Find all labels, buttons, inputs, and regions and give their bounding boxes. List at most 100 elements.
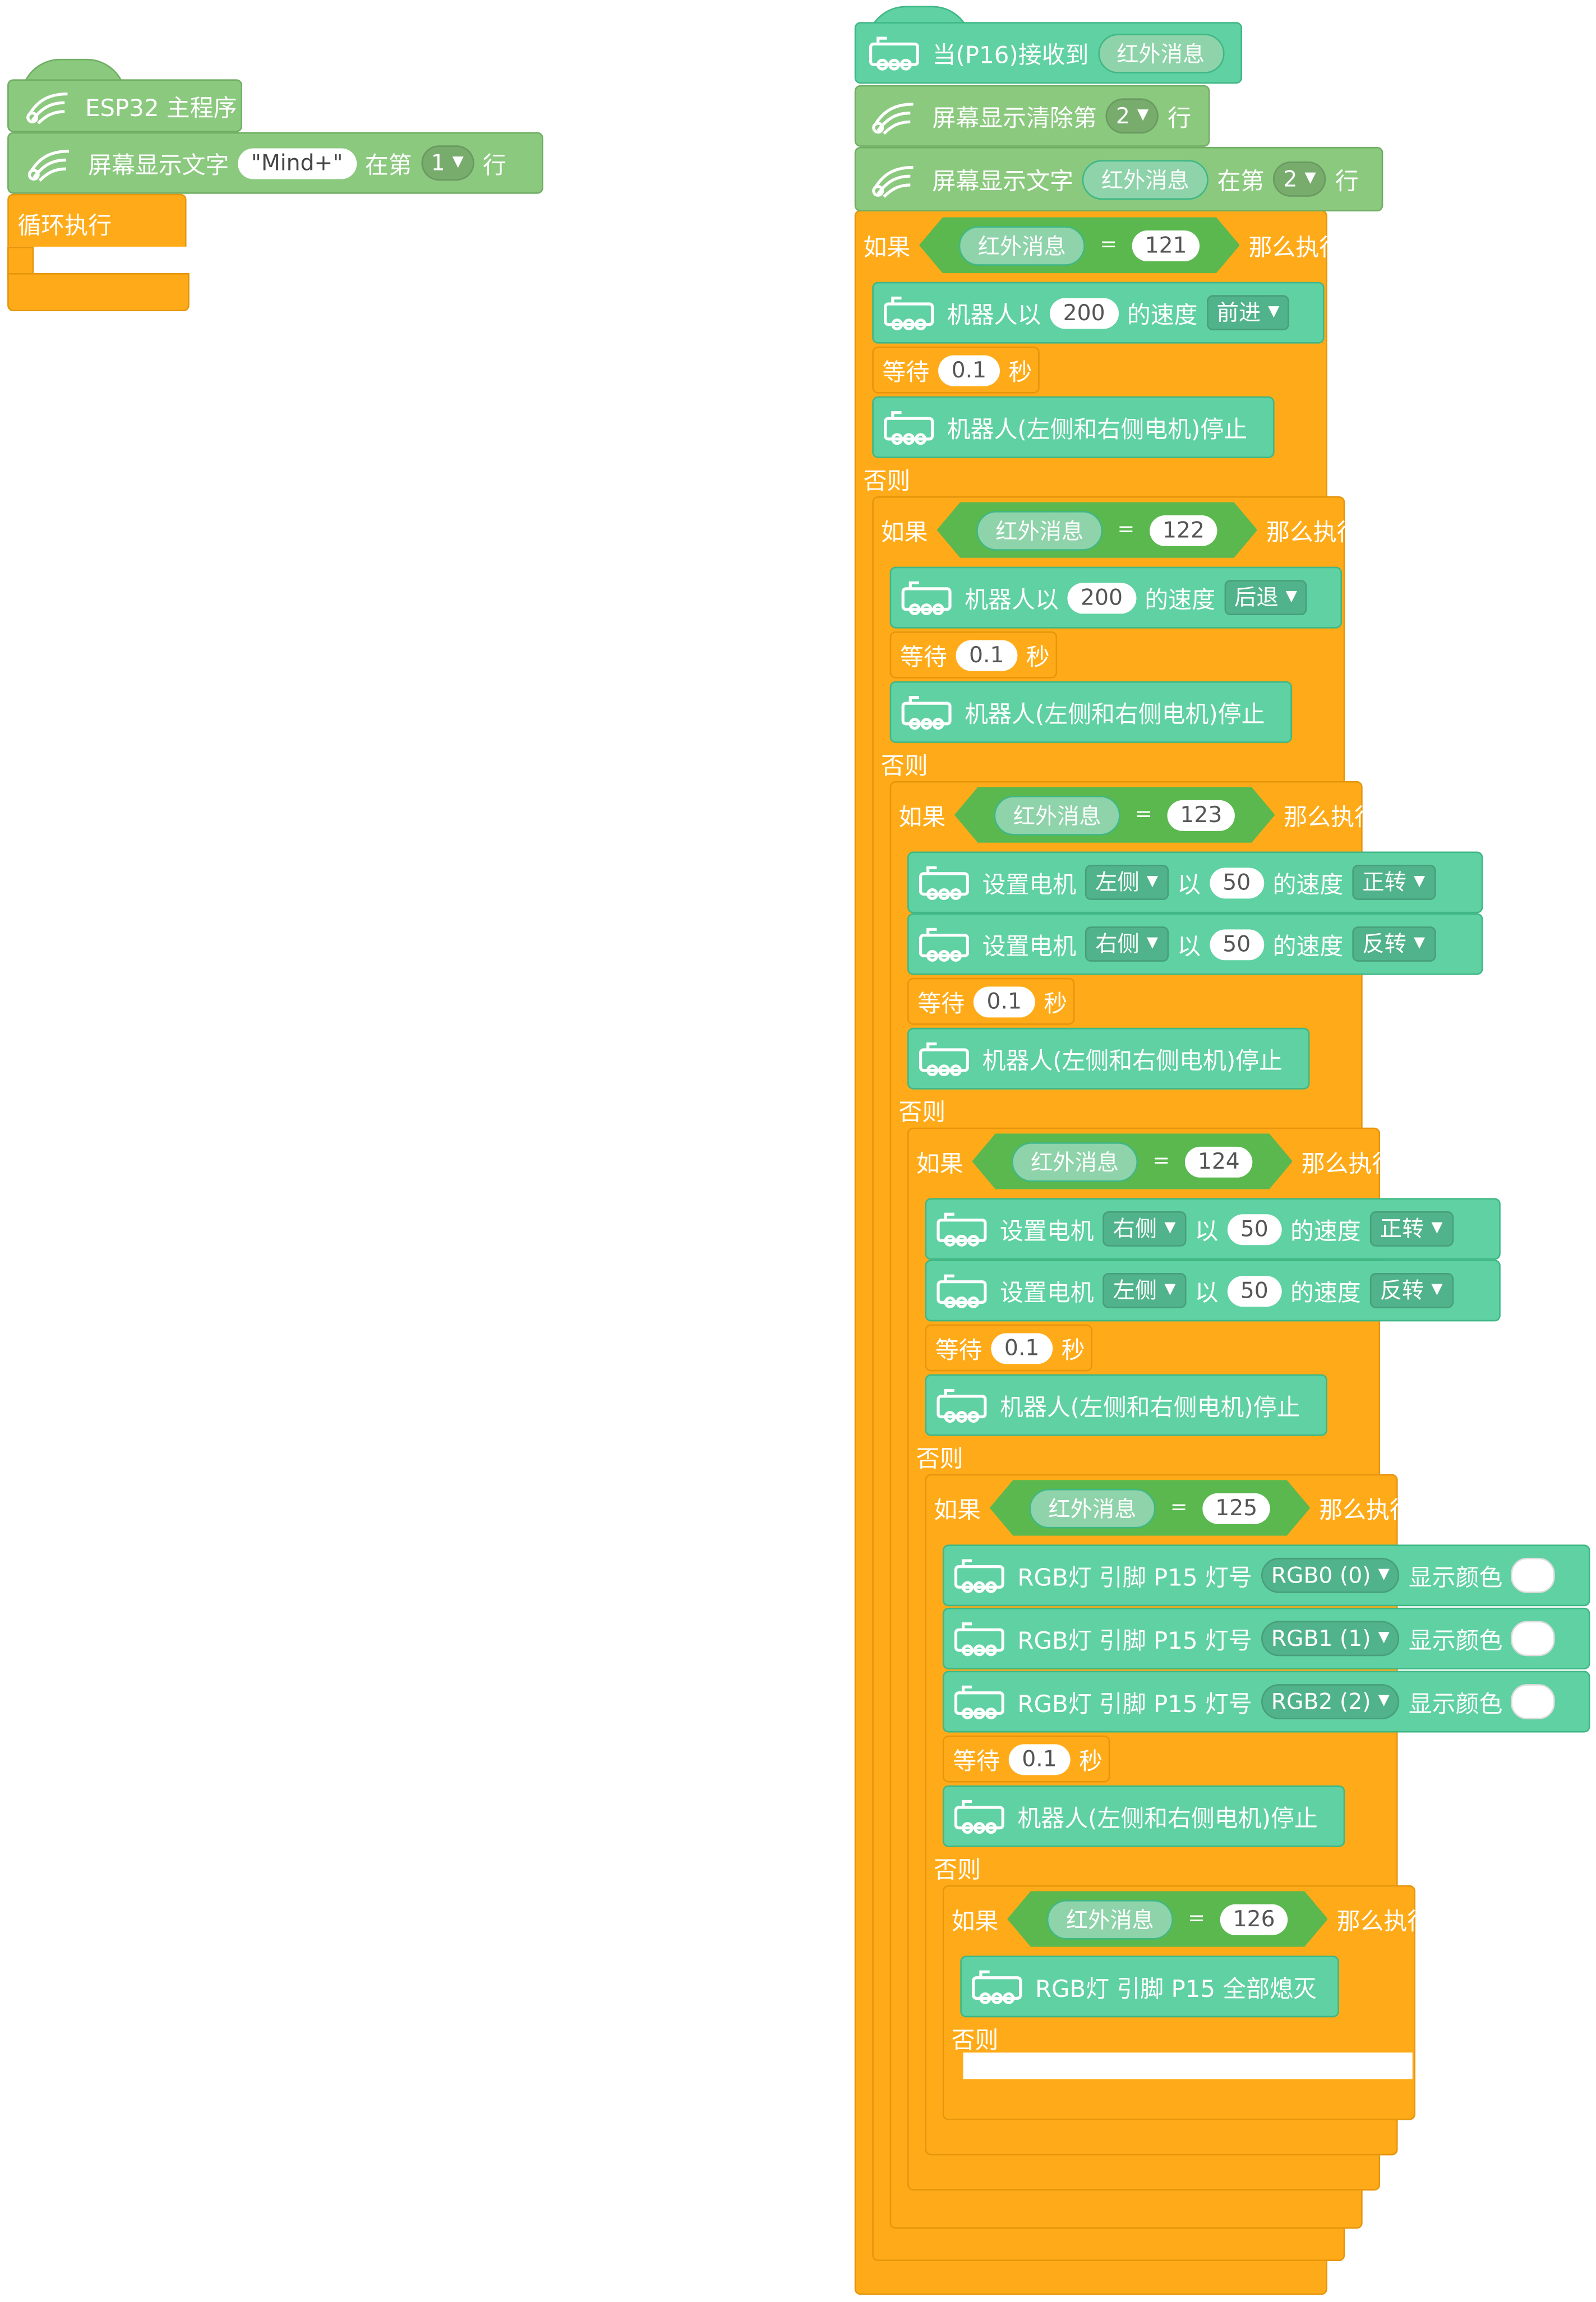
wait-input[interactable]: 0.1 xyxy=(1008,1743,1071,1775)
wait-input[interactable]: 0.1 xyxy=(938,354,1000,386)
ir-message-reporter[interactable]: 红外消息 xyxy=(994,795,1120,835)
motor-side-dropdown[interactable]: 左侧▼ xyxy=(1103,1272,1186,1308)
robot-stop-block[interactable]: 机器人(左侧和右侧电机)停止 xyxy=(942,1785,1345,1847)
motor-side-dropdown[interactable]: 右侧▼ xyxy=(1085,926,1169,962)
esp32-icon xyxy=(865,94,924,139)
then-label: 那么执行 xyxy=(1336,1907,1431,1935)
ir-message-reporter[interactable]: 红外消息 xyxy=(959,225,1085,265)
rgb-color-block[interactable]: RGB灯 引脚 P15 灯号 RGB1 (1)▼ 显示颜色 xyxy=(942,1607,1590,1669)
rgb-index-dropdown[interactable]: RGB0 (0)▼ xyxy=(1261,1557,1400,1593)
condition-value[interactable]: 123 xyxy=(1167,800,1235,831)
screen-display-block[interactable]: 屏幕显示文字 红外消息 在第 2▼ 行 xyxy=(854,146,1383,212)
motor-speed-label: 的速度 xyxy=(1290,1279,1361,1307)
motor-set-block[interactable]: 设置电机 左侧▼ 以 50 的速度 正转▼ xyxy=(907,851,1483,914)
color-swatch[interactable] xyxy=(1511,1621,1556,1657)
condition-equals[interactable]: 红外消息 = 121 xyxy=(919,217,1240,273)
if-row-2[interactable]: 如果 红外消息 = 122 那么执行 xyxy=(881,499,1369,561)
clear-label: 屏幕显示清除第 xyxy=(932,104,1097,132)
direction-dropdown[interactable]: 后退▼ xyxy=(1224,580,1308,616)
ir-message-reporter[interactable]: 红外消息 xyxy=(1097,33,1224,73)
robot-stop-block[interactable]: 机器人(左侧和右侧电机)停止 xyxy=(872,396,1275,458)
robot-move-block[interactable]: 机器人以 200 的速度 后退▼ xyxy=(889,566,1343,629)
then-label: 那么执行 xyxy=(1301,1150,1396,1178)
else-label-6: 否则 xyxy=(951,2026,999,2054)
condition-equals[interactable]: 红外消息 = 125 xyxy=(990,1480,1311,1535)
ir-message-reporter[interactable]: 红外消息 xyxy=(1012,1142,1138,1182)
wait-input[interactable]: 0.1 xyxy=(991,1332,1053,1363)
condition-value[interactable]: 121 xyxy=(1132,230,1200,261)
ir-message-reporter[interactable]: 红外消息 xyxy=(1047,1899,1173,1939)
wait-block[interactable]: 等待 0.1 秒 xyxy=(942,1735,1110,1783)
ir-message-reporter[interactable]: 红外消息 xyxy=(1029,1488,1155,1528)
motor-rotation-dropdown[interactable]: 正转▼ xyxy=(1351,865,1436,900)
condition-equals[interactable]: 红外消息 = 122 xyxy=(937,502,1257,557)
wait-block[interactable]: 等待 0.1 秒 xyxy=(889,631,1058,679)
if-row-4[interactable]: 如果 红外消息 = 124 那么执行 xyxy=(916,1131,1404,1192)
robot-speed-input[interactable]: 200 xyxy=(1050,297,1119,329)
motor-speed-input[interactable]: 50 xyxy=(1209,929,1264,959)
color-swatch[interactable] xyxy=(1511,1557,1556,1593)
display-line-dropdown[interactable]: 2▼ xyxy=(1273,162,1327,197)
wait-block[interactable]: 等待 0.1 秒 xyxy=(872,346,1040,394)
clear-line-dropdown[interactable]: 2▼ xyxy=(1105,98,1159,134)
condition-value[interactable]: 125 xyxy=(1202,1492,1271,1523)
wait-input[interactable]: 0.1 xyxy=(973,986,1035,1017)
if-row-6[interactable]: 如果 红外消息 = 126 那么执行 xyxy=(952,1888,1440,1950)
robot-speed-input[interactable]: 200 xyxy=(1067,582,1136,613)
motor-set-block[interactable]: 设置电机 右侧▼ 以 50 的速度 正转▼ xyxy=(925,1198,1501,1260)
motor-speed-input[interactable]: 50 xyxy=(1227,1213,1282,1244)
forever-loop[interactable]: 循环执行 xyxy=(7,193,187,247)
if-label: 如果 xyxy=(898,803,946,831)
motor-side-dropdown[interactable]: 左侧▼ xyxy=(1085,865,1169,900)
ir-receive-hat[interactable]: 当(P16)接收到 红外消息 xyxy=(854,22,1242,84)
screen-clear-block[interactable]: 屏幕显示清除第 2▼ 行 xyxy=(854,85,1210,147)
wait-label: 等待 xyxy=(900,643,947,671)
motor-with-label: 以 xyxy=(1194,1279,1219,1307)
motor-speed-input[interactable]: 50 xyxy=(1227,1275,1282,1306)
condition-equals[interactable]: 红外消息 = 126 xyxy=(1007,1891,1328,1946)
condition-value[interactable]: 124 xyxy=(1184,1146,1253,1177)
motor-speed-input[interactable]: 50 xyxy=(1209,867,1264,898)
line-dropdown[interactable]: 1▼ xyxy=(421,145,474,181)
if-row-1[interactable]: 如果 红外消息 = 121 那么执行 xyxy=(864,214,1351,276)
wait-input[interactable]: 0.1 xyxy=(956,639,1018,671)
display-text-block[interactable]: 屏幕显示文字 "Mind+" 在第 1▼ 行 xyxy=(7,132,543,194)
robot-icon xyxy=(950,1553,1009,1598)
display-text-input[interactable]: "Mind+" xyxy=(238,147,356,179)
condition-value[interactable]: 122 xyxy=(1149,515,1217,546)
rgb-color-block[interactable]: RGB灯 引脚 P15 灯号 RGB0 (0)▼ 显示颜色 xyxy=(942,1544,1590,1607)
motor-set-block[interactable]: 设置电机 左侧▼ 以 50 的速度 反转▼ xyxy=(925,1260,1501,1322)
color-swatch[interactable] xyxy=(1511,1684,1556,1719)
esp32-icon xyxy=(21,141,80,185)
rgb-off-block[interactable]: RGB灯 引脚 P15 全部熄灭 xyxy=(960,1955,1339,2018)
if-row-3[interactable]: 如果 红外消息 = 123 那么执行 xyxy=(898,784,1386,846)
direction-dropdown[interactable]: 前进▼ xyxy=(1206,295,1290,331)
if-row-5[interactable]: 如果 红外消息 = 125 那么执行 xyxy=(934,1477,1422,1539)
motor-side-dropdown[interactable]: 右侧▼ xyxy=(1103,1211,1186,1247)
motor-rotation-dropdown[interactable]: 反转▼ xyxy=(1351,926,1436,962)
display-suffix: 行 xyxy=(1335,167,1359,196)
rgb-index-dropdown[interactable]: RGB2 (2)▼ xyxy=(1261,1684,1400,1719)
esp32-main-hat[interactable]: ESP32 主程序 xyxy=(7,79,243,132)
motor-set-block[interactable]: 设置电机 右侧▼ 以 50 的速度 反转▼ xyxy=(907,913,1483,975)
then-label: 那么执行 xyxy=(1319,1496,1413,1524)
robot-stop-block[interactable]: 机器人(左侧和右侧电机)停止 xyxy=(925,1374,1327,1436)
ir-message-reporter[interactable]: 红外消息 xyxy=(1082,159,1208,199)
robot-stop-block[interactable]: 机器人(左侧和右侧电机)停止 xyxy=(889,681,1293,743)
rgb-color-block[interactable]: RGB灯 引脚 P15 灯号 RGB2 (2)▼ 显示颜色 xyxy=(942,1671,1590,1733)
condition-value[interactable]: 126 xyxy=(1220,1903,1288,1934)
robot-icon xyxy=(933,1268,991,1313)
motor-rotation-dropdown[interactable]: 正转▼ xyxy=(1369,1211,1453,1247)
condition-equals[interactable]: 红外消息 = 123 xyxy=(954,787,1275,842)
seconds-label: 秒 xyxy=(1061,1336,1085,1364)
rgb-index-dropdown[interactable]: RGB1 (1)▼ xyxy=(1261,1621,1400,1657)
robot-stop-block[interactable]: 机器人(左侧和右侧电机)停止 xyxy=(907,1027,1310,1090)
motor-rotation-dropdown[interactable]: 反转▼ xyxy=(1369,1272,1453,1308)
condition-equals[interactable]: 红外消息 = 124 xyxy=(972,1133,1293,1189)
wait-block[interactable]: 等待 0.1 秒 xyxy=(907,977,1075,1025)
robot-prefix: 机器人以 xyxy=(947,301,1041,329)
robot-move-block[interactable]: 机器人以 200 的速度 前进▼ xyxy=(872,282,1325,344)
wait-block[interactable]: 等待 0.1 秒 xyxy=(925,1324,1092,1372)
ir-message-reporter[interactable]: 红外消息 xyxy=(976,510,1103,550)
